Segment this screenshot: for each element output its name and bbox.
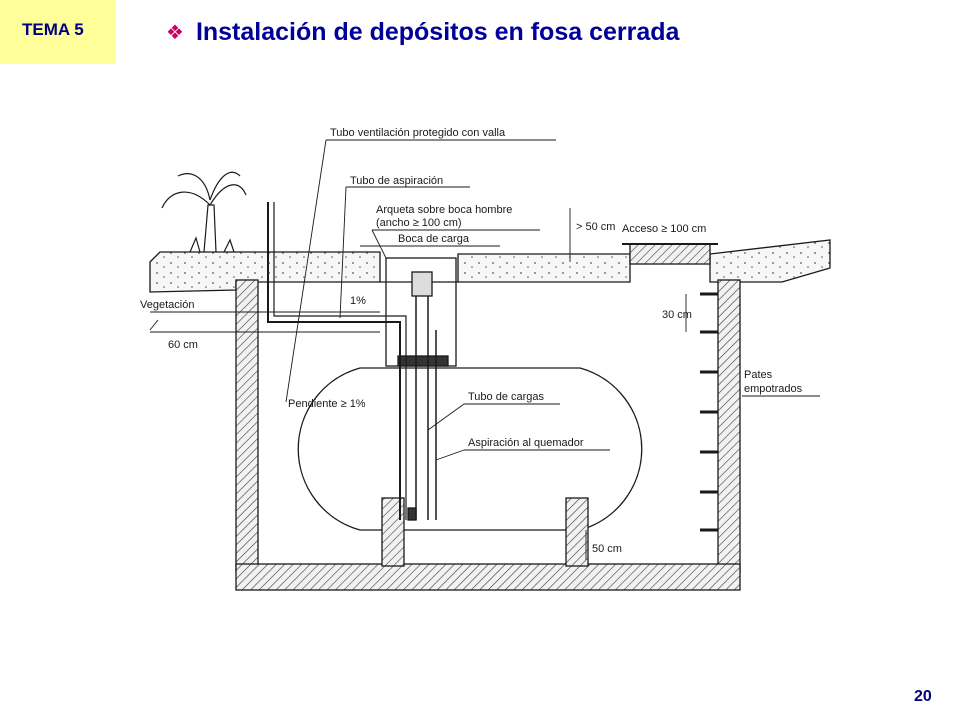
label-pates-2: empotrados bbox=[744, 383, 803, 395]
section-label: TEMA 5 bbox=[22, 20, 84, 39]
label-access: Acceso ≥ 100 cm bbox=[622, 223, 706, 235]
label-burner-suction: Aspiración al quemador bbox=[468, 437, 584, 449]
tank-support-left bbox=[381, 497, 405, 567]
pit-wall-right bbox=[717, 279, 741, 573]
ladder-rungs bbox=[700, 292, 718, 532]
vent-tube bbox=[267, 202, 401, 520]
pit-floor bbox=[235, 563, 741, 591]
label-30cm: 30 cm bbox=[662, 309, 692, 321]
ground-slab-far-right bbox=[709, 239, 831, 283]
section-tag: TEMA 5 bbox=[0, 0, 116, 64]
ground-slab-right bbox=[457, 253, 631, 283]
label-slope-min: Pendiente ≥ 1% bbox=[288, 398, 366, 410]
label-loading-tube: Tubo de cargas bbox=[468, 391, 545, 403]
label-loading-mouth: Boca de carga bbox=[398, 233, 470, 245]
access-cover bbox=[629, 243, 711, 265]
label-slope-pct: 1% bbox=[350, 295, 366, 307]
label-suction-tube: Tubo de aspiración bbox=[350, 175, 443, 187]
label-gt-50: > 50 cm bbox=[576, 221, 615, 233]
label-pates-1: Pates bbox=[744, 369, 773, 381]
page-number: 20 bbox=[914, 688, 932, 705]
pit-wall-left bbox=[235, 279, 259, 573]
page-title: Instalación de depósitos en fosa cerrada bbox=[195, 18, 680, 46]
tree-icon bbox=[161, 171, 247, 253]
label-manhole-2: (ancho ≥ 100 cm) bbox=[376, 217, 462, 229]
label-vent-tube: Tubo ventilación protegido con valla bbox=[330, 127, 506, 139]
label-manhole-1: Arqueta sobre boca hombre bbox=[376, 204, 512, 216]
ground-surface bbox=[149, 251, 381, 293]
tank-support-right bbox=[565, 497, 589, 567]
label-vegetation: Vegetación bbox=[140, 299, 194, 311]
label-60cm: 60 cm bbox=[168, 339, 198, 351]
title-row: ❖ Instalación de depósitos en fosa cerra… bbox=[166, 18, 679, 47]
diamond-bullet-icon: ❖ bbox=[166, 21, 184, 44]
label-50cm: 50 cm bbox=[592, 543, 622, 555]
